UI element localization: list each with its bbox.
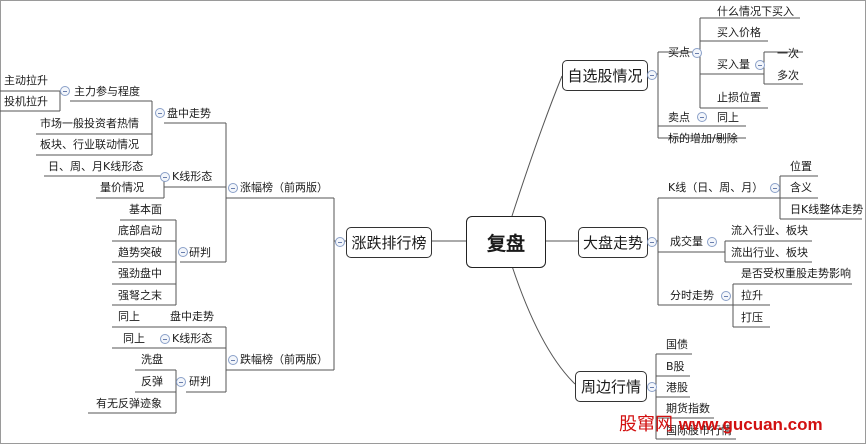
volume-price-label[interactable]: 量价情况	[100, 181, 144, 194]
collapse-toggle-icon[interactable]	[770, 183, 780, 193]
gainers-kline-label[interactable]: K线形态	[172, 170, 213, 183]
suppress-label[interactable]: 打压	[741, 311, 763, 324]
losers-intraday-label[interactable]: 盘中走势	[170, 310, 214, 323]
gainers-research-label[interactable]: 研判	[189, 246, 211, 259]
kline-pattern-label[interactable]: 日、周、月K线形态	[48, 160, 144, 173]
sell-same-label[interactable]: 同上	[717, 111, 739, 124]
b-share-label[interactable]: B股	[666, 360, 685, 373]
collapse-toggle-icon[interactable]	[335, 237, 345, 247]
collapse-toggle-icon[interactable]	[228, 355, 238, 365]
peripheral-market-node[interactable]: 周边行情	[575, 371, 647, 402]
losers-kline-label[interactable]: K线形态	[172, 332, 213, 345]
ranking-node[interactable]: 涨跌排行榜	[346, 227, 432, 258]
pull-up-label[interactable]: 拉升	[741, 289, 763, 302]
market-trend-node[interactable]: 大盘走势	[578, 227, 648, 258]
collapse-toggle-icon[interactable]	[155, 108, 165, 118]
inflow-sector-label[interactable]: 流入行业、板块	[731, 224, 808, 237]
spent-force-label[interactable]: 强弩之末	[118, 289, 162, 302]
collapse-toggle-icon[interactable]	[228, 183, 238, 193]
collapse-toggle-icon[interactable]	[647, 382, 657, 392]
buy-when-label[interactable]: 什么情况下买入	[717, 5, 794, 18]
buy-multiple-label[interactable]: 多次	[777, 69, 799, 82]
losers-intraday-same-label[interactable]: 同上	[118, 310, 140, 323]
buy-price-label[interactable]: 买入价格	[717, 26, 761, 39]
losers-kline-same-label[interactable]: 同上	[123, 332, 145, 345]
volume-label[interactable]: 成交量	[670, 235, 703, 248]
gainers-label[interactable]: 涨幅榜（前两版）	[240, 181, 328, 194]
collapse-toggle-icon[interactable]	[692, 48, 702, 58]
bottom-start-label[interactable]: 底部启动	[118, 224, 162, 237]
sell-point-label[interactable]: 卖点	[668, 111, 690, 124]
buy-quantity-label[interactable]: 买入量	[717, 58, 750, 71]
outflow-sector-label[interactable]: 流出行业、板块	[731, 246, 808, 259]
buy-once-label[interactable]: 一次	[777, 47, 799, 60]
rebound-label[interactable]: 反弹	[141, 375, 163, 388]
main-force-label[interactable]: 主力参与程度	[74, 85, 140, 98]
fundamentals-label[interactable]: 基本面	[129, 203, 162, 216]
collapse-toggle-icon[interactable]	[176, 377, 186, 387]
sector-linkage-label[interactable]: 板块、行业联动情况	[40, 138, 139, 151]
collapse-toggle-icon[interactable]	[160, 334, 170, 344]
investor-enthusiasm-label[interactable]: 市场一般投资者热情	[40, 117, 139, 130]
add-remove-label[interactable]: 标的增加/剔除	[668, 132, 738, 145]
collapse-toggle-icon[interactable]	[755, 60, 765, 70]
futures-index-label[interactable]: 期货指数	[666, 402, 710, 415]
kline-daily-trend-label[interactable]: 日K线整体走势	[790, 203, 864, 216]
watchlist-node[interactable]: 自选股情况	[562, 60, 648, 91]
collapse-toggle-icon[interactable]	[647, 237, 657, 247]
collapse-toggle-icon[interactable]	[160, 172, 170, 182]
kline-position-label[interactable]: 位置	[790, 160, 812, 173]
losers-research-label[interactable]: 研判	[189, 375, 211, 388]
losers-label[interactable]: 跌幅榜（前两版）	[240, 353, 328, 366]
washout-label[interactable]: 洗盘	[141, 353, 163, 366]
hk-stock-label[interactable]: 港股	[666, 381, 688, 394]
active-pull-label[interactable]: 主动拉升	[4, 74, 48, 87]
intl-market-label[interactable]: 国际股市行情	[666, 424, 732, 437]
root-node[interactable]: 复盘	[466, 216, 546, 268]
weighted-stock-label[interactable]: 是否受权重股走势影响	[741, 267, 851, 280]
treasury-label[interactable]: 国债	[666, 338, 688, 351]
strong-intraday-label[interactable]: 强劲盘中	[118, 267, 162, 280]
collapse-toggle-icon[interactable]	[697, 112, 707, 122]
collapse-toggle-icon[interactable]	[178, 247, 188, 257]
buy-point-label[interactable]: 买点	[668, 46, 690, 59]
trend-breakout-label[interactable]: 趋势突破	[118, 246, 162, 259]
collapse-toggle-icon[interactable]	[60, 86, 70, 96]
kline-meaning-label[interactable]: 含义	[790, 181, 812, 194]
rebound-sign-label[interactable]: 有无反弹迹象	[96, 397, 162, 410]
intraday-trend-label[interactable]: 分时走势	[670, 289, 714, 302]
collapse-toggle-icon[interactable]	[647, 70, 657, 80]
gainers-intraday-label[interactable]: 盘中走势	[167, 107, 211, 120]
collapse-toggle-icon[interactable]	[721, 291, 731, 301]
watermark-site: 股窜网	[619, 414, 673, 435]
watermark: 股窜网 www.gucuan.com	[619, 410, 823, 436]
collapse-toggle-icon[interactable]	[707, 237, 717, 247]
stop-loss-label[interactable]: 止损位置	[717, 91, 761, 104]
speculative-pull-label[interactable]: 投机拉升	[4, 95, 48, 108]
market-kline-label[interactable]: K线（日、周、月）	[668, 181, 764, 194]
watermark-url: www.gucuan.com	[678, 415, 823, 434]
